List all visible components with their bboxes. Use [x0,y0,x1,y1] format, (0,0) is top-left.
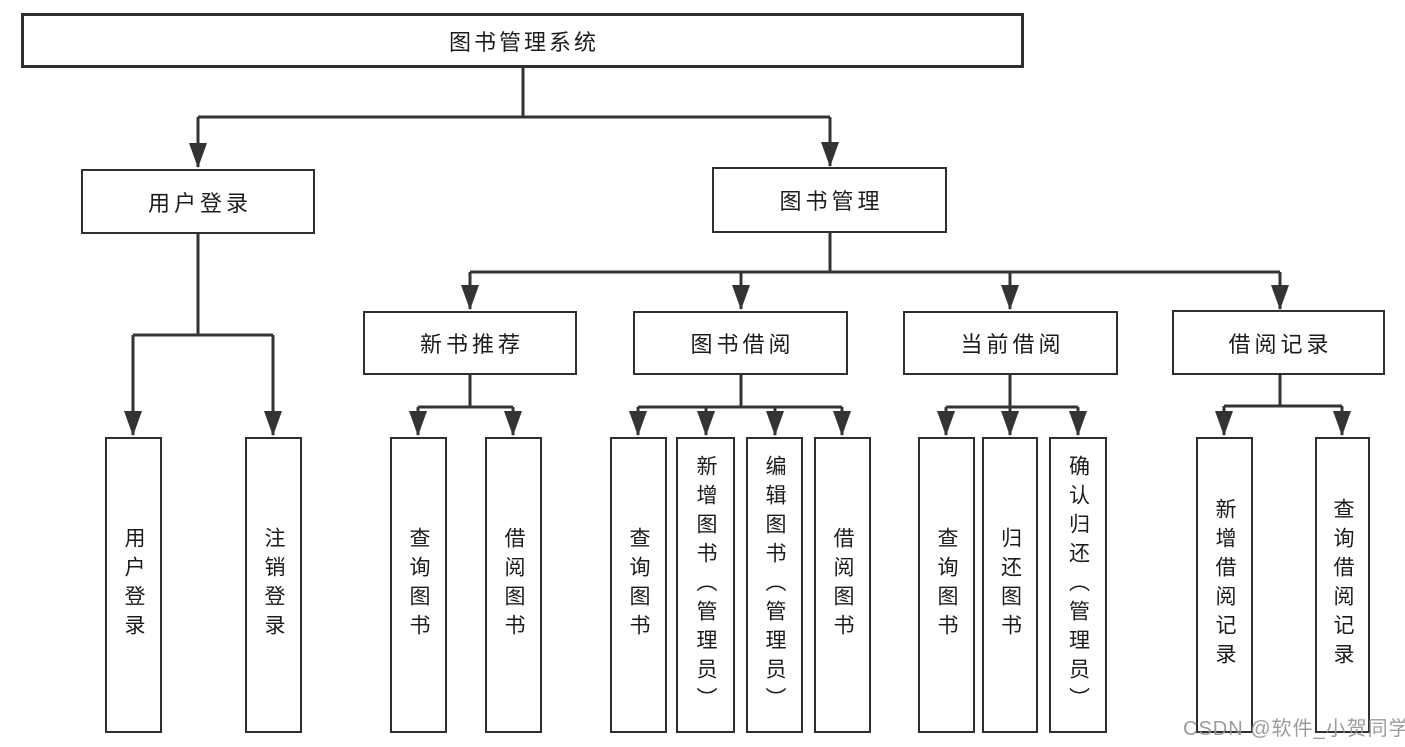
leaf-query-books-current: 查询图书 [918,437,975,733]
node-root: 图书管理系统 [21,13,1024,68]
leaf-query-books-recommend: 查询图书 [390,437,447,733]
node-book-management-label: 图书管理 [779,189,884,214]
node-book-borrow: 图书借阅 [633,311,848,375]
node-current-borrow: 当前借阅 [903,311,1118,375]
leaf-confirm-return-admin: 确认归还（管理员） [1049,437,1107,733]
node-new-book-recommend: 新书推荐 [363,311,577,375]
leaf-logout-label: 注销登录 [262,527,285,643]
node-user-login: 用户登录 [81,169,315,234]
node-book-borrow-label: 图书借阅 [690,332,795,357]
node-new-book-recommend-label: 新书推荐 [419,332,524,357]
leaf-query-borrow-record: 查询借阅记录 [1315,437,1370,733]
leaf-edit-books-admin: 编辑图书（管理员） [746,437,803,733]
leaf-return-books: 归还图书 [982,437,1038,733]
leaf-user-login: 用户登录 [105,437,162,733]
leaf-borrow-books-recommend-label: 借阅图书 [502,527,525,643]
node-borrow-records-label: 借阅记录 [1228,331,1333,357]
leaf-confirm-return-admin-label: 确认归还（管理员） [1066,454,1090,716]
leaf-query-books-borrow: 查询图书 [610,437,667,733]
leaf-borrow-books-borrow-label: 借阅图书 [831,527,854,643]
leaf-query-books-recommend-label: 查询图书 [407,527,430,643]
leaf-return-books-label: 归还图书 [998,527,1022,643]
node-current-borrow-label: 当前借阅 [960,332,1065,357]
leaf-edit-books-admin-label: 编辑图书（管理员） [763,454,786,716]
leaf-borrow-books-recommend: 借阅图书 [485,437,542,733]
leaf-add-books-admin: 新增图书（管理员） [676,437,735,733]
leaf-query-books-current-label: 查询图书 [935,527,958,643]
leaf-borrow-books-borrow: 借阅图书 [814,437,871,733]
leaf-user-login-label: 用户登录 [122,527,145,643]
leaf-query-borrow-record-label: 查询借阅记录 [1331,498,1354,672]
leaf-query-books-borrow-label: 查询图书 [627,527,650,643]
csdn-watermark: CSDN @软件_小贺同学 [1183,718,1405,740]
leaf-add-books-admin-label: 新增图书（管理员） [694,454,717,716]
node-root-label: 图书管理系统 [448,29,599,55]
node-book-management: 图书管理 [712,167,947,233]
leaf-logout: 注销登录 [245,437,302,733]
leaf-add-borrow-record-label: 新增借阅记录 [1213,498,1236,672]
leaf-add-borrow-record: 新增借阅记录 [1196,437,1253,733]
node-borrow-records: 借阅记录 [1172,310,1385,375]
node-user-login-label: 用户登录 [147,190,252,216]
